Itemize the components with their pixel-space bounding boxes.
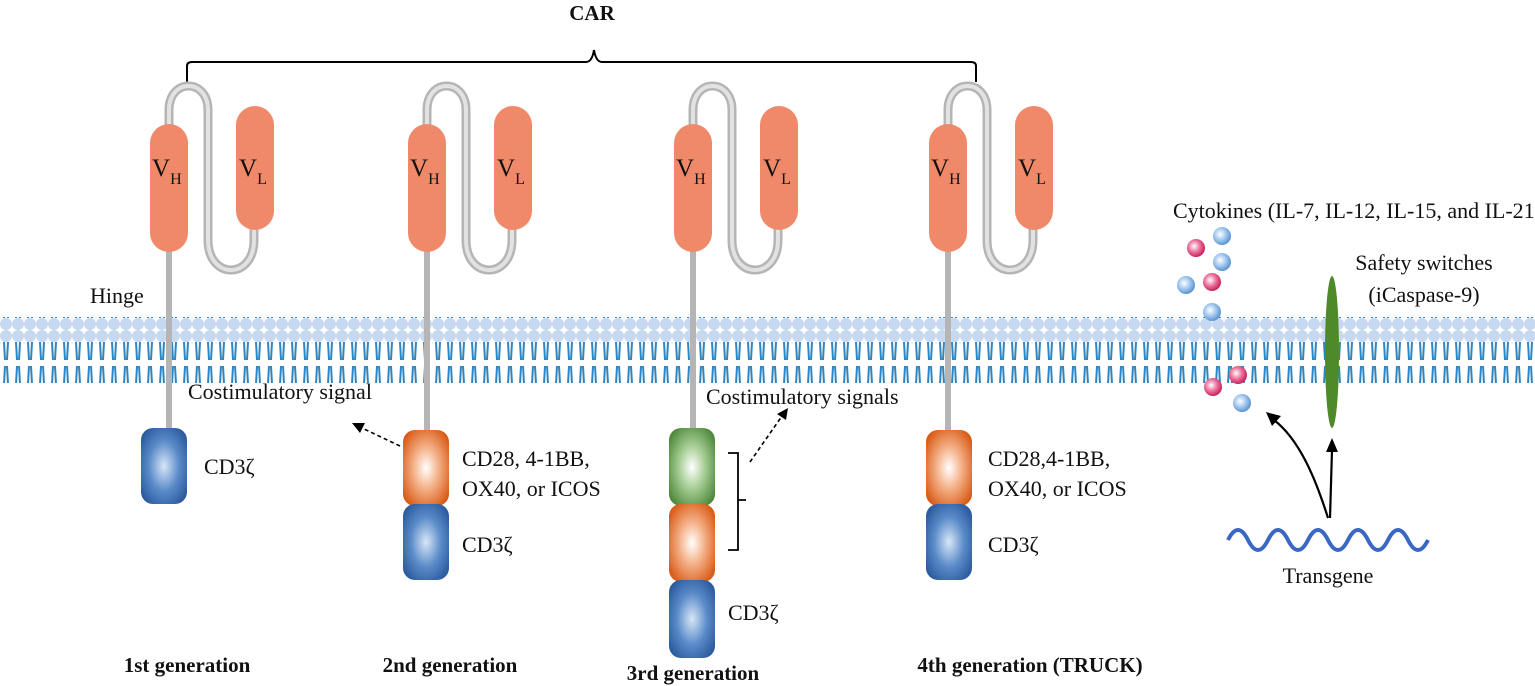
cd3z-domain <box>403 504 449 580</box>
costim-domain <box>403 430 449 506</box>
safety-switch-protein <box>1325 276 1339 428</box>
arrowhead <box>1266 412 1281 426</box>
gen3-label: 3rd generation <box>627 661 760 685</box>
cd3z-domain <box>926 504 972 580</box>
transgene-arrow-safety <box>1328 449 1334 519</box>
costim-signal-label: Costimulatory signal <box>188 379 372 404</box>
car-1st-generation: VH VL CD3ζ Hinge 1st generation <box>90 81 274 677</box>
vh-label: VH <box>410 155 440 188</box>
truck-armor: Cytokines (IL-7, IL-12, IL-15, and IL-21… <box>1173 198 1535 588</box>
gen4-label: 4th generation (TRUCK) <box>917 653 1142 677</box>
costim-arrowhead <box>352 423 365 433</box>
costim-domain-2 <box>669 504 715 582</box>
car-2nd-generation: VH VL CD28, 4-1BB, OX40, or ICOS CD3ζ Co… <box>188 81 601 677</box>
costim-options-line1: CD28, 4-1BB, <box>462 446 590 471</box>
cytokine-particle <box>1204 378 1222 396</box>
car-brace <box>186 49 977 82</box>
linker-highlight <box>167 84 256 272</box>
linker-highlight <box>691 84 780 272</box>
gen2-label: 2nd generation <box>383 653 518 677</box>
vh-label: VH <box>676 155 706 188</box>
hinge-label: Hinge <box>90 283 144 308</box>
cd3z-label: CD3ζ <box>728 600 779 625</box>
cytokine-particle <box>1213 253 1231 271</box>
costim-bracket <box>728 452 746 551</box>
cytokine-particle <box>1203 303 1221 321</box>
safety-switch-label-line2: (iCaspase-9) <box>1368 282 1479 307</box>
scfv-domain: VH VL <box>929 81 1053 432</box>
vh-label: VH <box>931 155 961 188</box>
costim-arrowhead <box>777 408 788 420</box>
cytokine-particle <box>1229 366 1247 384</box>
cd3z-domain <box>669 580 715 658</box>
car-3rd-generation: VH VL Costimulatory signals CD3ζ 3rd gen… <box>627 81 899 685</box>
vl-domain <box>494 106 532 230</box>
cytokine-particle <box>1187 239 1205 257</box>
cd3z-label: CD3ζ <box>204 454 255 479</box>
cytokine-particle <box>1203 273 1221 291</box>
transgene-label: Transgene <box>1283 563 1374 588</box>
cytokine-particle <box>1213 227 1231 245</box>
scfv-domain: VH VL <box>408 81 532 432</box>
vl-label: VL <box>763 155 791 188</box>
costim-options-line2: OX40, or ICOS <box>462 476 601 501</box>
scfv-domain: VH VL <box>150 81 274 430</box>
costim-signals-label: Costimulatory signals <box>706 384 899 409</box>
costim-options-line1: CD28,4-1BB, <box>988 446 1110 471</box>
vl-domain <box>1015 106 1053 230</box>
vh-domain <box>674 124 712 252</box>
transgene-wave <box>1226 528 1430 552</box>
costim-domain <box>926 430 972 506</box>
cd3z-label: CD3ζ <box>462 532 513 557</box>
transgene-arrow-cytokines <box>1273 419 1330 519</box>
gen1-label: 1st generation <box>124 653 251 677</box>
vh-label: VH <box>152 155 182 188</box>
costim-signal-arrow <box>361 427 401 447</box>
car-title: CAR <box>569 1 615 25</box>
vh-domain <box>929 124 967 252</box>
linker-highlight <box>425 84 514 272</box>
vl-label: VL <box>497 155 525 188</box>
vl-label: VL <box>239 155 267 188</box>
vl-domain <box>236 106 274 230</box>
cd3z-label: CD3ζ <box>988 532 1039 557</box>
car-4th-generation: VH VL CD28,4-1BB, OX40, or ICOS CD3ζ 4th… <box>917 81 1143 677</box>
vl-domain <box>760 106 798 230</box>
arrowhead <box>1326 438 1338 452</box>
cytokine-particle <box>1233 394 1251 412</box>
vh-domain <box>150 124 188 252</box>
costim-signals-arrow <box>749 415 783 463</box>
vh-domain <box>408 124 446 252</box>
costim-domain-1 <box>669 428 715 506</box>
cytokines-label: Cytokines (IL-7, IL-12, IL-15, and IL-21… <box>1173 198 1535 223</box>
cell-membrane <box>0 317 1535 383</box>
safety-switch-label-line1: Safety switches <box>1355 250 1492 275</box>
cd3z-domain <box>141 428 187 504</box>
linker-highlight <box>946 84 1035 272</box>
vl-label: VL <box>1018 155 1046 188</box>
costim-options-line2: OX40, or ICOS <box>988 476 1127 501</box>
scfv-domain: VH VL <box>674 81 798 430</box>
cytokine-particle <box>1177 276 1195 294</box>
